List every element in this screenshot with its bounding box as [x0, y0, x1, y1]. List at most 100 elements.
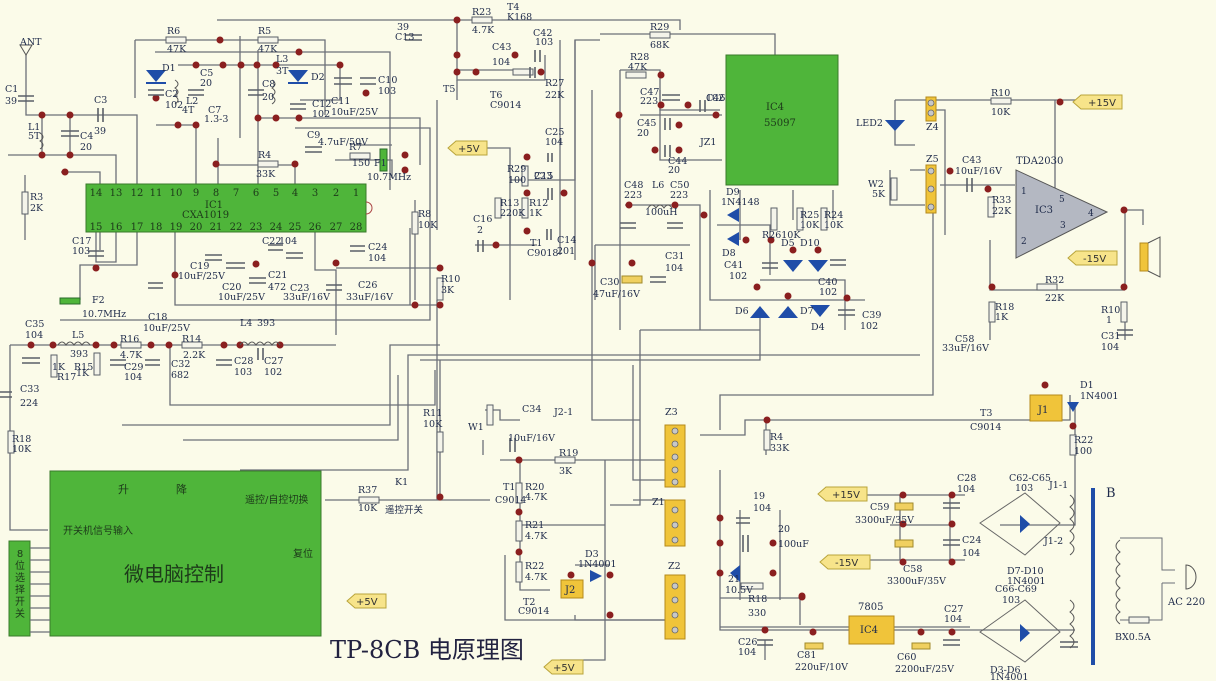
- label-t3-value: C9014: [970, 422, 1001, 433]
- label-c58b-ref: C58: [903, 564, 922, 575]
- label-r27-ref: R27: [545, 78, 564, 89]
- label-c59-value: 3300uF/35V: [855, 515, 914, 526]
- label-c8-ref: C8: [262, 79, 275, 90]
- ic1-pin: 24: [270, 222, 283, 233]
- label-c44-ref: C44: [668, 156, 687, 167]
- label-r37-value: 10K: [358, 503, 378, 514]
- label-c5-ref: C5: [200, 68, 213, 79]
- svg-text:7805: 7805: [858, 602, 883, 613]
- svg-text:IC4: IC4: [860, 625, 878, 636]
- label-r10b-value: 10K: [991, 107, 1011, 118]
- ic1-ref: IC1: [205, 200, 223, 211]
- label-c48-ref: C48: [624, 180, 643, 191]
- label-c9-ref: C9: [307, 130, 320, 141]
- ic1-pin: 28: [350, 222, 363, 233]
- label-f1-value: 10.7MHz: [367, 172, 411, 183]
- ic1-pin: 26: [309, 222, 322, 233]
- label-t1a-ref: T1: [530, 238, 542, 249]
- label-c17-value: 103: [72, 246, 90, 257]
- label-d7: D7: [800, 306, 814, 317]
- ic1-pin: 7: [233, 188, 239, 199]
- svg-text:+5V: +5V: [458, 144, 480, 155]
- label-c11-ref: C11: [331, 96, 350, 107]
- label-c25-value: 104: [545, 137, 563, 148]
- label-l4-ref: L4: [240, 318, 252, 329]
- label-r13-value: 220K: [500, 208, 526, 219]
- label-r8-ref: R8: [418, 209, 431, 220]
- ic1-pin: 15: [90, 222, 103, 233]
- label-f1-ref: F1: [374, 158, 387, 169]
- svg-text:+15V: +15V: [832, 490, 860, 501]
- label-c18-value: 10uF/25V: [143, 323, 190, 334]
- label-r24-ref: R24: [824, 210, 843, 221]
- label-c45-ref: C45: [637, 118, 656, 129]
- label-r10c-ref: R10: [1101, 305, 1120, 316]
- mcu-down-label: 降: [176, 482, 187, 496]
- label-w2-ref: W2: [868, 179, 884, 190]
- ic3-tda2030: TDA2030 IC3 1 2 3 4 5: [1015, 156, 1109, 259]
- label-c25-ref: C25: [545, 127, 564, 138]
- label-c22-ref: C22: [262, 236, 281, 247]
- label-c26b-value: 104: [738, 647, 756, 658]
- label-r4-ref: R4: [258, 150, 271, 161]
- label-bridge1d-value: 1N4001: [1007, 576, 1046, 587]
- label-d1b-ref: D1: [1080, 380, 1094, 391]
- label-z21-ref: 21: [728, 574, 740, 585]
- ic1-pin: 11: [150, 188, 163, 199]
- label-c41-value: 102: [729, 271, 747, 282]
- label-r6-value: 47K: [167, 44, 187, 55]
- mcu-title: 微电脑控制: [124, 562, 224, 586]
- label-r3-ref: R3: [30, 192, 43, 203]
- label-t5-ref: T5: [443, 84, 455, 95]
- label-r18a-ref: R18: [12, 434, 31, 445]
- label-c9-value: 4.7uF/50V: [318, 137, 368, 148]
- resistors: [7, 16, 1150, 624]
- label-c31a-ref: C31: [665, 251, 684, 262]
- label-c29-ref: C29: [124, 362, 143, 373]
- svg-text:2: 2: [1021, 237, 1027, 247]
- svg-text:+5V: +5V: [356, 597, 378, 608]
- label-z3: Z3: [665, 407, 678, 418]
- label-c43b-value: 10uF/16V: [955, 166, 1002, 177]
- label-r18b-value: 1K: [995, 312, 1009, 323]
- svg-text:-15V: -15V: [835, 558, 858, 569]
- ic1-pin: 16: [110, 222, 123, 233]
- label-r17-ref: 1K: [52, 362, 66, 373]
- label-r11-ref: R11: [423, 408, 442, 419]
- label-r10b-ref: R10: [991, 88, 1010, 99]
- label-d1b-value: 1N4001: [1080, 391, 1119, 402]
- label-c31a-value: 104: [665, 263, 683, 274]
- label-r32-ref: R32: [1045, 275, 1064, 286]
- ic1-pin: 9: [193, 188, 199, 199]
- label-c31b-value: 104: [1101, 342, 1119, 353]
- label-r23-value: 4.7K: [472, 25, 495, 36]
- ic1-pin: 17: [131, 222, 144, 233]
- ic1-pin: 14: [90, 188, 103, 199]
- label-c13-ref: 39: [397, 22, 409, 33]
- svg-text:-15V: -15V: [1083, 254, 1106, 265]
- label-c46-value: 102: [706, 93, 724, 104]
- mcu-reset-label: 复位: [293, 547, 313, 560]
- label-c40-ref: C40: [818, 277, 837, 288]
- label-c24b-value: 104: [962, 548, 980, 559]
- label-led2: LED2: [856, 118, 883, 129]
- label-c23-value: 33uF/16V: [283, 292, 330, 303]
- label-c27a-value: 102: [264, 367, 282, 378]
- ic1-pin: 5: [273, 188, 279, 199]
- label-c19b-value: 104: [753, 503, 771, 514]
- label-c60-ref: C60: [897, 652, 916, 663]
- label-r7-ref: R7: [349, 142, 362, 153]
- label-r4b-ref: R4: [770, 432, 783, 443]
- label-c10-ref: C10: [378, 75, 397, 86]
- label-l4-value: 393: [257, 318, 275, 329]
- label-j2-1: J2-1: [553, 407, 573, 418]
- label-c19-ref: C19: [190, 261, 209, 272]
- svg-text:J1: J1: [1037, 405, 1048, 416]
- label-r22b-value: 4.7K: [525, 572, 548, 583]
- regulator-7805: IC4 7805: [848, 602, 895, 645]
- schematic-title: TP-8CB 电原理图: [330, 636, 524, 664]
- label-c32-ref: C32: [171, 359, 190, 370]
- ic3-ref: IC3: [1035, 205, 1053, 216]
- label-c26-ref: C26: [358, 280, 377, 291]
